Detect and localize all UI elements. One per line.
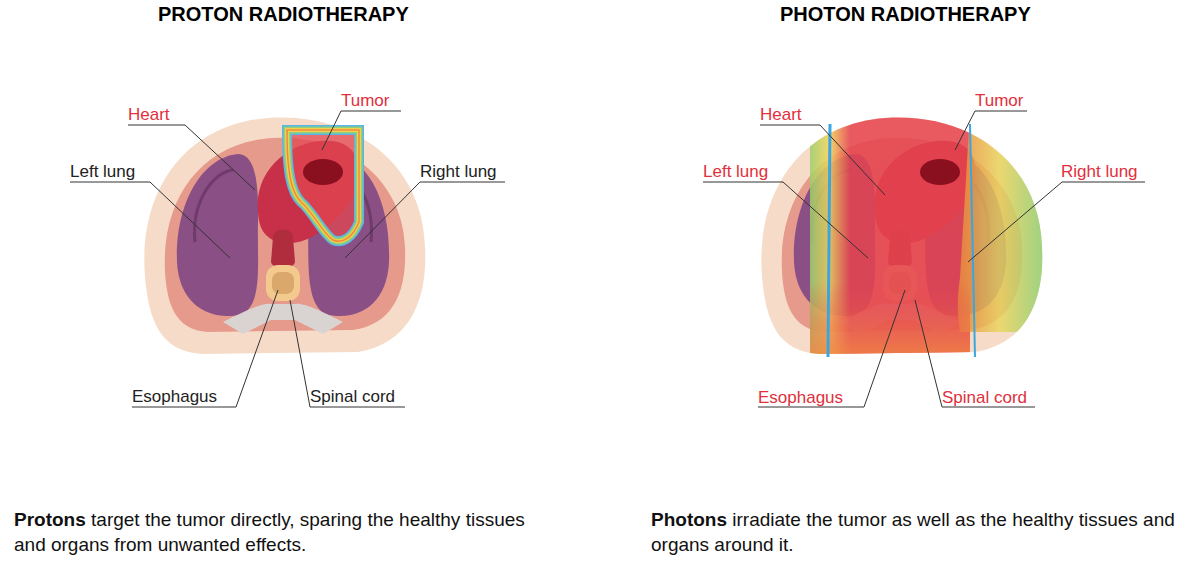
caption-keyword: Protons bbox=[14, 509, 86, 530]
organ-label: Spinal cord bbox=[310, 387, 395, 407]
panel-title: PHOTON RADIOTHERAPY bbox=[780, 2, 1031, 26]
caption: Protons target the tumor directly, spari… bbox=[14, 508, 554, 557]
organ-label: Esophagus bbox=[758, 388, 843, 408]
organ-label: Heart bbox=[128, 105, 170, 125]
caption-keyword: Photons bbox=[651, 509, 727, 530]
leader-lines bbox=[703, 111, 1145, 407]
leader-lines bbox=[70, 111, 505, 407]
panel-title: PROTON RADIOTHERAPY bbox=[158, 2, 409, 26]
organ-label: Left lung bbox=[70, 162, 135, 182]
photon-body bbox=[761, 112, 1050, 362]
organ-label: Heart bbox=[760, 105, 802, 125]
caption-text: target the tumor directly, sparing the h… bbox=[14, 509, 525, 555]
photon-dose bbox=[810, 112, 1050, 362]
caption-text: irradiate the tumor as well as the healt… bbox=[651, 509, 1175, 555]
organ-label: Tumor bbox=[341, 91, 390, 111]
proton-body bbox=[144, 118, 425, 354]
organ-label: Right lung bbox=[1061, 162, 1138, 182]
organ-label: Esophagus bbox=[132, 387, 217, 407]
organ-label: Left lung bbox=[703, 162, 768, 182]
proton-dose bbox=[287, 130, 359, 241]
organ-label: Spinal cord bbox=[942, 388, 1027, 408]
caption: Photons irradiate the tumor as well as t… bbox=[651, 508, 1191, 557]
organ-label: Tumor bbox=[975, 91, 1024, 111]
organ-label: Right lung bbox=[420, 162, 497, 182]
